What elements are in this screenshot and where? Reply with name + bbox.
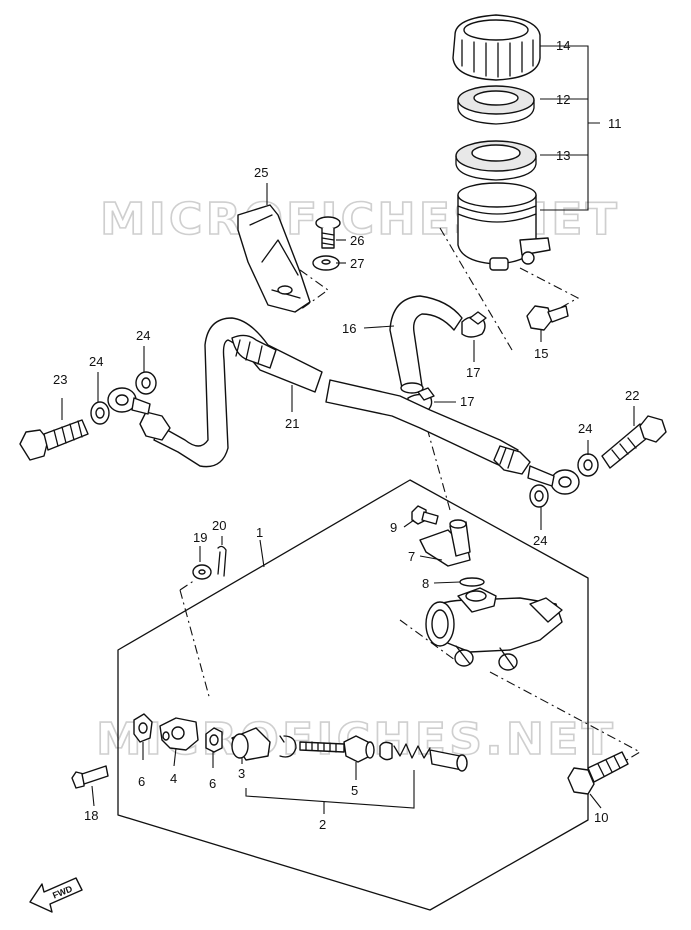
reservoir-diaphragm[interactable] <box>455 140 537 181</box>
callout-16: 16 <box>342 321 356 336</box>
reservoir-cap[interactable] <box>452 14 541 81</box>
callout-24-b: 24 <box>136 328 150 343</box>
washer-19[interactable] <box>192 564 212 580</box>
callout-8: 8 <box>422 576 429 591</box>
callout-12: 12 <box>556 92 570 107</box>
callout-4: 4 <box>170 771 177 786</box>
callout-25: 25 <box>254 165 268 180</box>
assembly-box-1 <box>117 479 589 911</box>
o-ring-8[interactable] <box>459 577 485 587</box>
leader-lines <box>61 183 635 814</box>
callout-7: 7 <box>408 549 415 564</box>
callout-21: 21 <box>285 416 299 431</box>
callout-13: 13 <box>556 148 570 163</box>
master-cylinder-body[interactable] <box>425 587 563 671</box>
bolt-9[interactable] <box>411 505 439 525</box>
callout-15: 15 <box>534 346 548 361</box>
callout-17-upper: 17 <box>466 365 480 380</box>
hose-16[interactable] <box>389 295 463 394</box>
screw-26[interactable] <box>315 216 341 249</box>
washer-27[interactable] <box>312 255 340 271</box>
callout-1: 1 <box>256 525 263 540</box>
bolt-10[interactable] <box>567 751 629 795</box>
callout-24-c: 24 <box>578 421 592 436</box>
callout-labels: 14 12 11 13 25 26 27 16 24 15 24 17 23 2… <box>53 38 639 832</box>
callout-22: 22 <box>625 388 639 403</box>
gasket-24-c[interactable] <box>577 453 599 477</box>
callout-24-d: 24 <box>533 533 547 548</box>
callout-17-lower: 17 <box>460 394 474 409</box>
callout-9: 9 <box>390 520 397 535</box>
fwd-arrow-icon: FWD <box>29 877 83 913</box>
callout-24-a: 24 <box>89 354 103 369</box>
boot-3[interactable] <box>231 727 271 761</box>
gasket-24-b[interactable] <box>135 371 157 395</box>
nut-6-left[interactable] <box>133 713 153 743</box>
banjo-right[interactable] <box>527 465 580 495</box>
clutch-hose-21[interactable] <box>139 317 531 475</box>
callout-3: 3 <box>238 766 245 781</box>
pin-18[interactable] <box>71 765 109 789</box>
callout-20: 20 <box>212 518 226 533</box>
banjo-left[interactable] <box>107 387 151 415</box>
callout-6-left: 6 <box>138 774 145 789</box>
cotter-pin-20[interactable] <box>217 545 227 577</box>
callout-26: 26 <box>350 233 364 248</box>
union-bolt-22[interactable] <box>601 415 667 469</box>
callout-2: 2 <box>319 817 326 832</box>
nut-6-right[interactable] <box>205 727 223 753</box>
callout-6-right: 6 <box>209 776 216 791</box>
reservoir-plate[interactable] <box>457 85 535 125</box>
callout-19: 19 <box>193 530 207 545</box>
callout-10: 10 <box>594 810 608 825</box>
push-rod-5[interactable] <box>299 735 375 763</box>
callout-23: 23 <box>53 372 67 387</box>
clamp-17-upper[interactable] <box>461 311 487 338</box>
gasket-24-d[interactable] <box>529 484 549 508</box>
reservoir-body[interactable] <box>457 182 551 271</box>
callout-11: 11 <box>608 116 622 131</box>
gasket-24-a[interactable] <box>90 401 110 425</box>
hose-joint-7[interactable] <box>419 519 471 567</box>
circlip[interactable] <box>279 735 297 758</box>
callout-5: 5 <box>351 783 358 798</box>
piston-set[interactable] <box>379 741 468 772</box>
union-bolt-23[interactable] <box>19 419 89 461</box>
callout-14: 14 <box>556 38 570 53</box>
callout-27: 27 <box>350 256 364 271</box>
bracket-11 <box>540 45 600 211</box>
bolt-15[interactable] <box>526 305 569 331</box>
clevis-4[interactable] <box>159 717 199 751</box>
callout-18: 18 <box>84 808 98 823</box>
bracket-25[interactable] <box>237 204 311 313</box>
